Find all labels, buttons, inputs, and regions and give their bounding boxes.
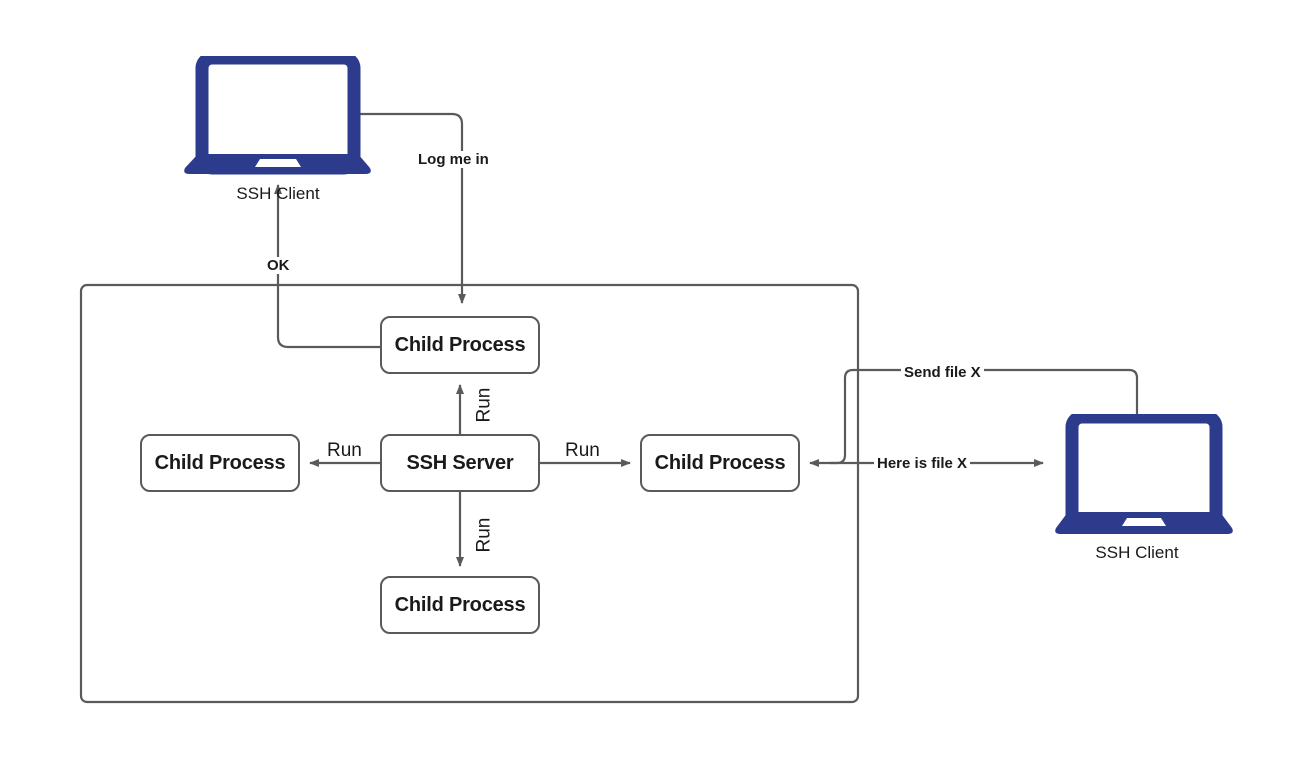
edge-label-log-me-in: Log me in bbox=[415, 151, 492, 168]
device-caption-client-top-left: SSH Client bbox=[236, 184, 320, 203]
edge-send-file-x-line bbox=[809, 368, 1139, 467]
edge-log-me-in-line bbox=[357, 112, 466, 304]
ssh-host-boundary-rect bbox=[79, 283, 860, 704]
laptop-icon-client-top-left bbox=[182, 51, 373, 176]
node-child-process-bottom[interactable]: Child Process bbox=[380, 576, 540, 634]
device-caption-client-bottom-right: SSH Client bbox=[1095, 543, 1179, 562]
laptop-icon-client-bottom-right bbox=[1053, 410, 1235, 537]
edge-label-here-is-file-x: Here is file X bbox=[874, 455, 971, 472]
node-child-process-left[interactable]: Child Process bbox=[140, 434, 300, 492]
edge-label-send-file-x: Send file X bbox=[901, 364, 984, 381]
edge-label-run-right: Run bbox=[562, 441, 603, 460]
edge-label-ok: OK bbox=[264, 257, 293, 274]
edge-label-run-left: Run bbox=[324, 441, 365, 460]
node-ssh-server[interactable]: SSH Server bbox=[380, 434, 540, 492]
edge-label-run-up: Run bbox=[474, 381, 495, 426]
edge-label-run-down: Run bbox=[474, 511, 495, 556]
edge-ok-line bbox=[274, 184, 380, 349]
node-child-process-top[interactable]: Child Process bbox=[380, 316, 540, 374]
node-child-process-right[interactable]: Child Process bbox=[640, 434, 800, 492]
